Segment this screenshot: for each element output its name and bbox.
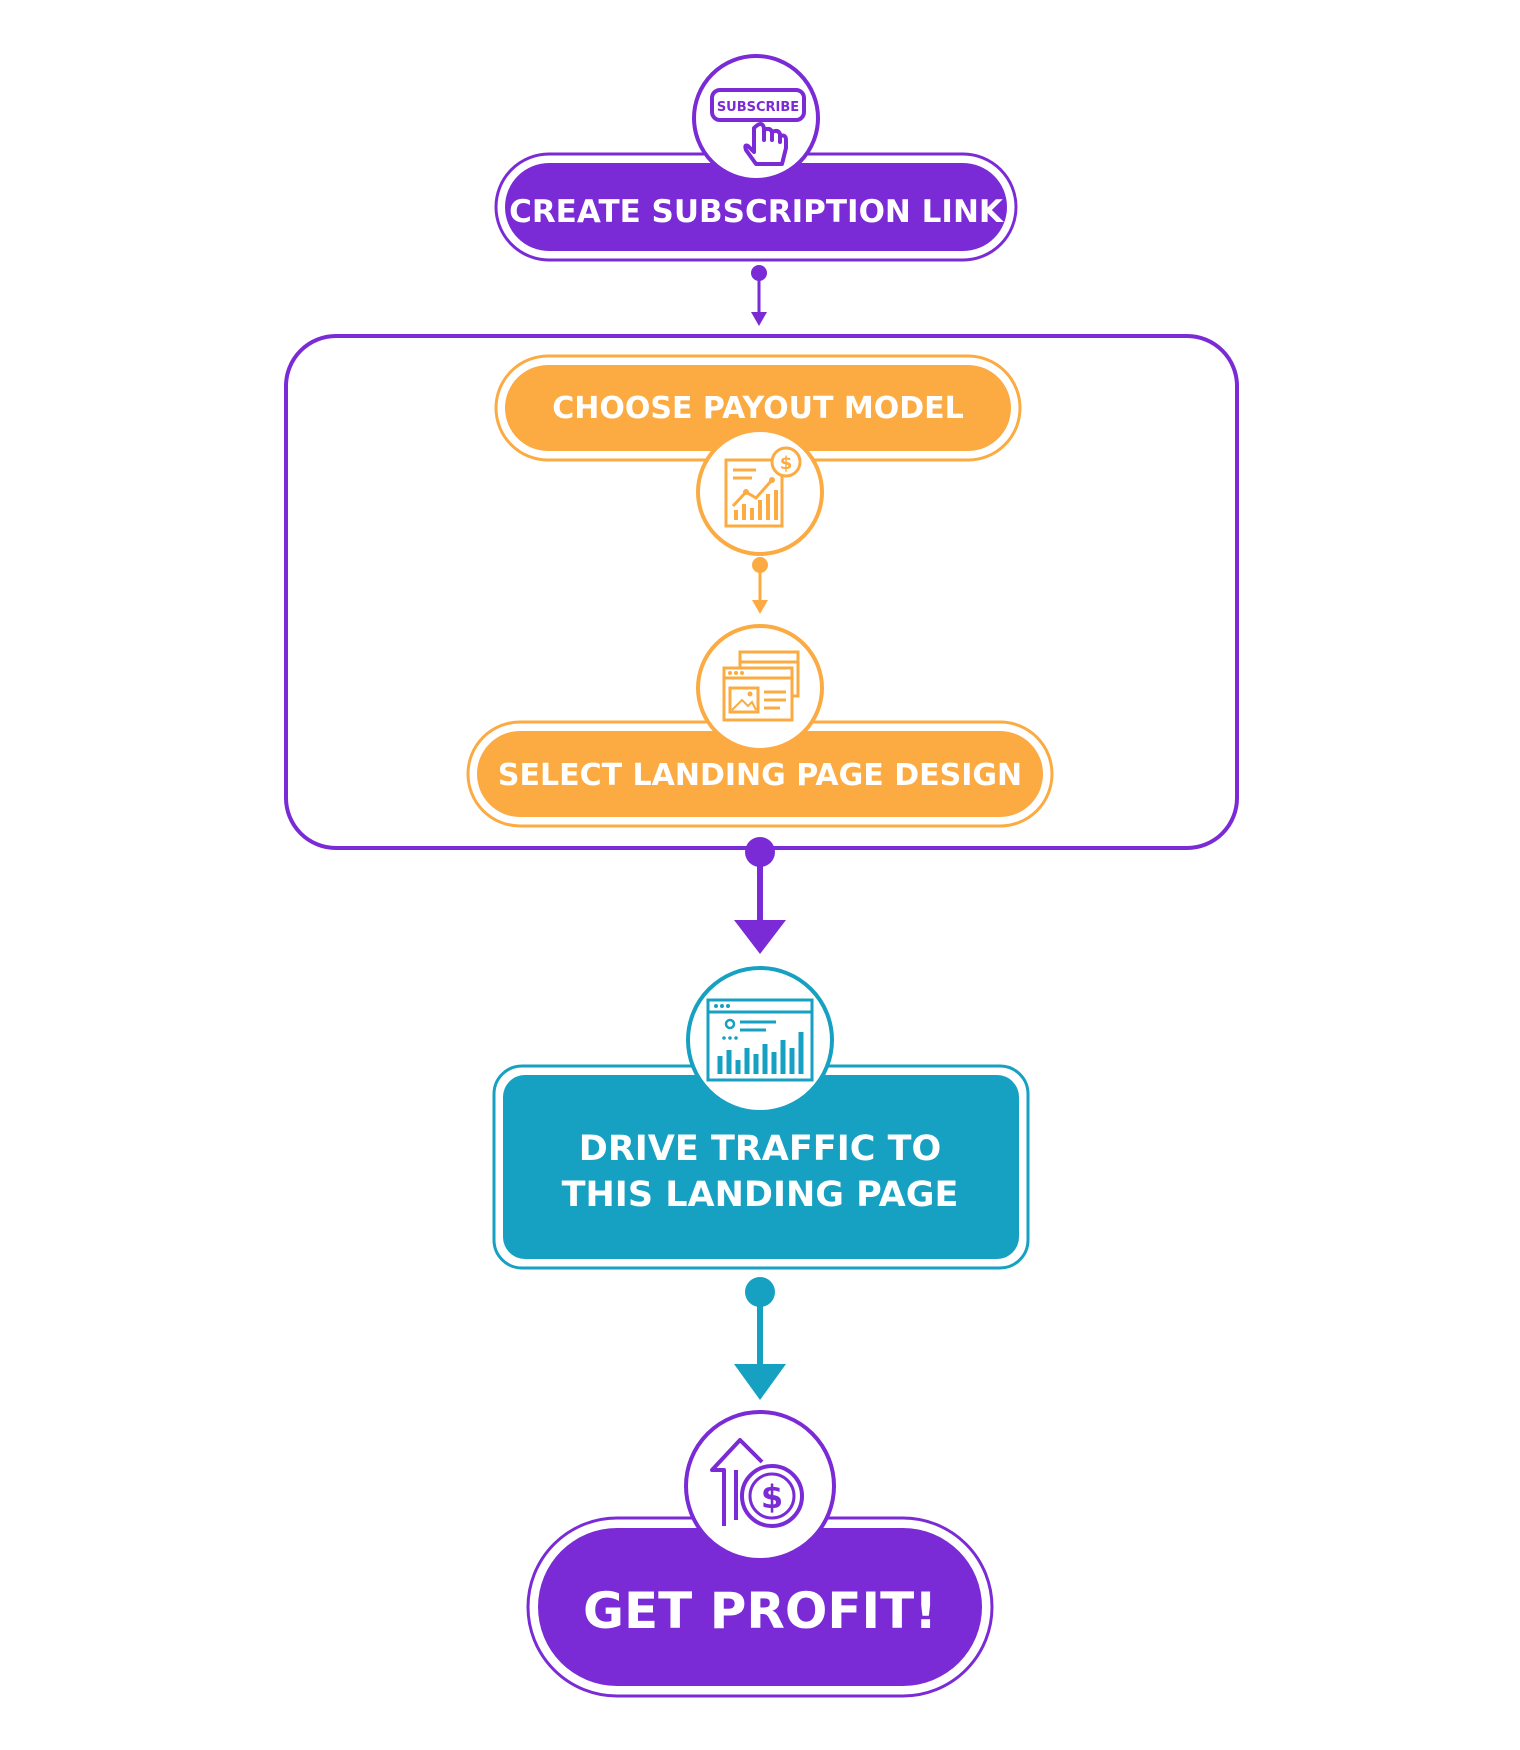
step-label-line2: THIS LANDING PAGE (562, 1175, 959, 1215)
subscribe-icon-text: SUBSCRIBE (717, 100, 799, 115)
connector-3 (734, 837, 786, 954)
connector-4 (734, 1277, 786, 1400)
step-create-subscription-link: CREATE SUBSCRIPTION LINK (494, 152, 1018, 262)
connector-2 (752, 557, 768, 614)
step-label: CHOOSE PAYOUT MODEL (552, 391, 964, 426)
subscribe-button-icon: SUBSCRIBE (692, 54, 820, 182)
step-choose-payout-model: CHOOSE PAYOUT MODEL (494, 354, 1022, 462)
step-get-profit: GET PROFIT! (526, 1516, 994, 1698)
step-select-landing-page-design: SELECT LANDING PAGE DESIGN (466, 720, 1054, 828)
step-label: SELECT LANDING PAGE DESIGN (498, 758, 1022, 793)
step-label-line1: DRIVE TRAFFIC TO (579, 1129, 941, 1169)
step-label: CREATE SUBSCRIPTION LINK (509, 194, 1004, 230)
svg-text:$: $ (780, 453, 793, 474)
connector-1 (751, 265, 767, 326)
step-pill (505, 163, 1007, 251)
svg-text:$: $ (761, 1478, 783, 1516)
step-label: GET PROFIT! (583, 1582, 937, 1640)
financial-report-icon: $ (696, 428, 824, 556)
landing-page-icon (696, 624, 824, 752)
step-drive-traffic: DRIVE TRAFFIC TO THIS LANDING PAGE (492, 1064, 1030, 1270)
analytics-dashboard-icon (686, 966, 834, 1114)
profit-growth-icon: $ (684, 1410, 836, 1562)
